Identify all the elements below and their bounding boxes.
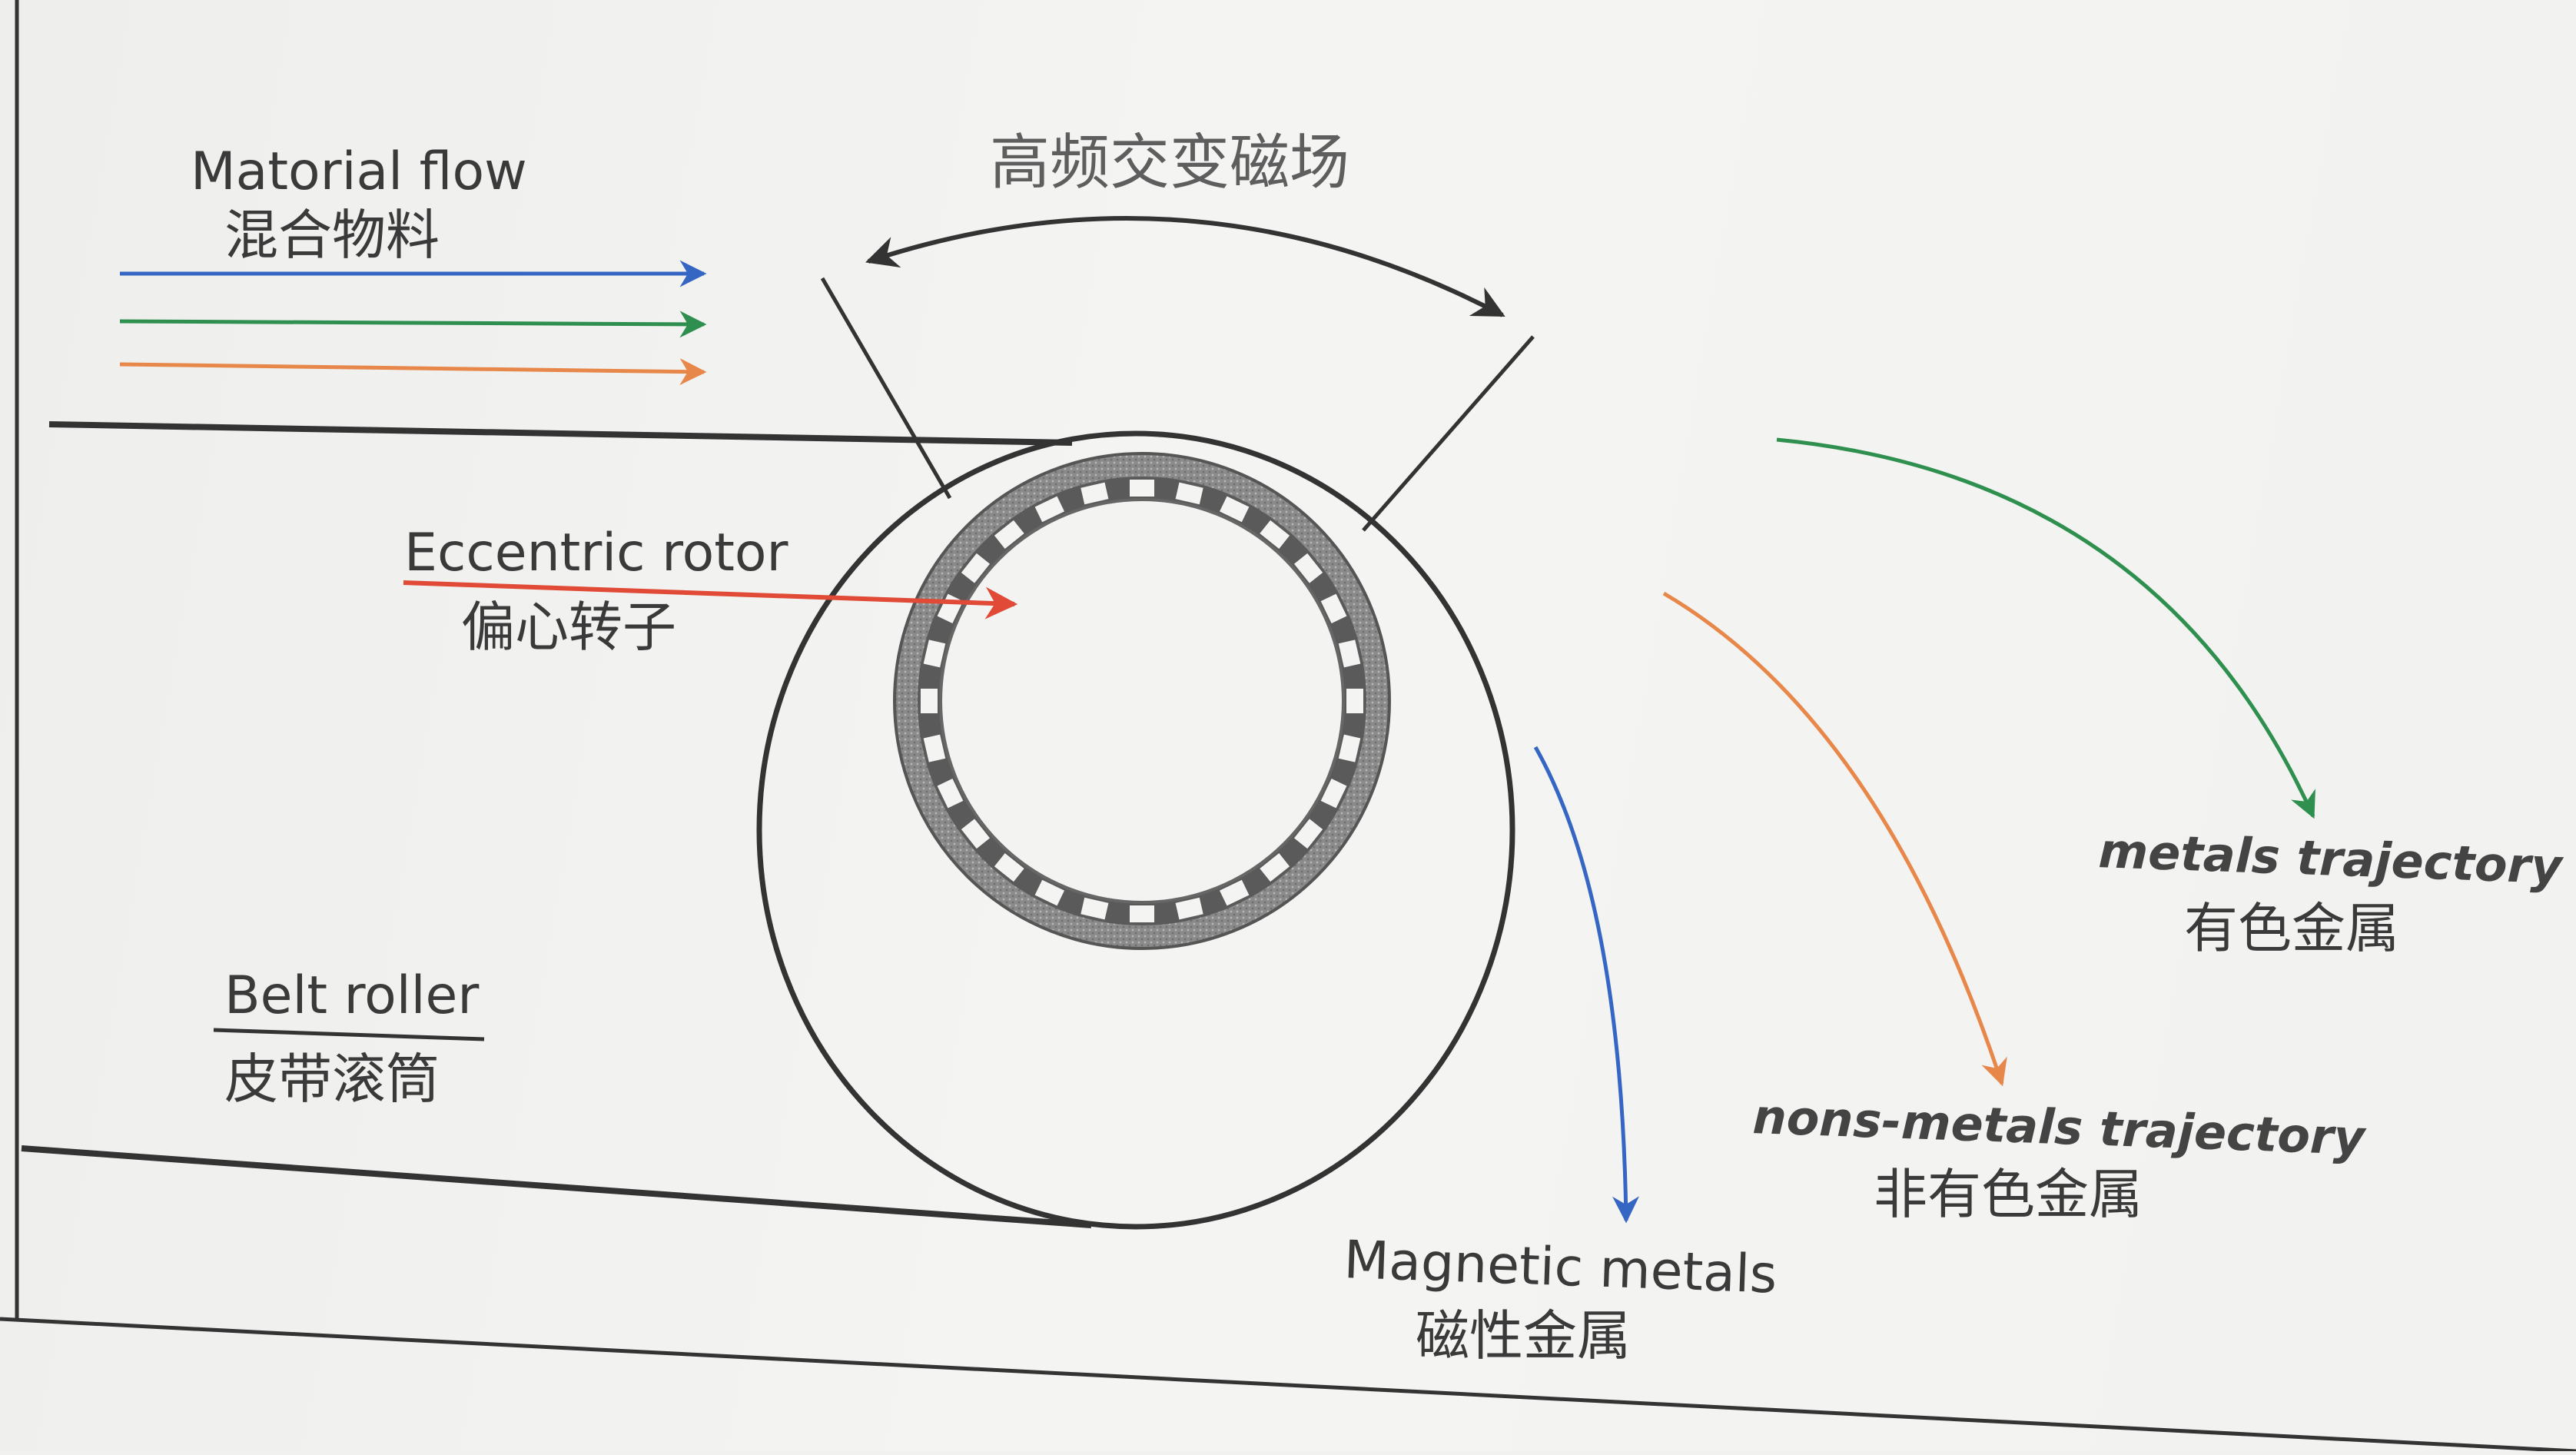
rotor-magnet-segment: [1338, 639, 1361, 668]
rotor-magnet-segment: [1320, 593, 1347, 624]
rotor-magnet-segment: [1260, 852, 1290, 882]
rotor-magnet-segment: [994, 852, 1024, 882]
rotor-magnet-segment: [1219, 496, 1250, 523]
rotor-magnet-segment: [923, 734, 946, 762]
rotor-magnet-segment: [1081, 897, 1109, 920]
field-double-arrow: [865, 216, 1505, 317]
field-boundary-left: [820, 277, 952, 500]
rotor-magnet-segment: [923, 639, 946, 668]
rotor-magnet-segment: [937, 778, 964, 809]
rotor-magnet-segment: [1034, 879, 1065, 906]
belt-roller-label-en: Belt roller: [224, 965, 479, 1026]
belt-top-line: [48, 421, 1073, 446]
material-flow-arrow-orange: [119, 358, 707, 386]
frame-bottom-edge: [0, 1317, 2576, 1453]
rotor-inner-circle: [939, 498, 1345, 904]
rotor-label-en: Eccentric rotor: [404, 523, 788, 583]
rotor-magnet-segment: [961, 553, 991, 583]
rotor-magnet-segment: [994, 520, 1024, 550]
rotor-pointer-arrow: [403, 580, 1018, 620]
rotor-magnet-segment: [921, 689, 938, 713]
rotor-magnet-segment: [1081, 482, 1109, 505]
rotor-magnet-segment: [1034, 496, 1065, 523]
belt-roller-label-zh: 皮带滚筒: [224, 1048, 440, 1111]
rotor-magnet-segment: [1346, 689, 1363, 713]
magnetic-metals-label-zh: 磁性金属: [1416, 1304, 1631, 1367]
metals-trajectory-label-en: metals trajectory: [2097, 822, 2564, 895]
nonmetals-trajectory-arrow: [1662, 591, 2007, 1087]
rotor-magnet-segment: [1260, 520, 1290, 550]
magnetic-metals-label-en: Magnetic metals: [1343, 1230, 1778, 1306]
field-label-zh: 高频交变磁场: [990, 128, 1349, 198]
rotor-label-zh: 偏心转子: [461, 596, 676, 659]
rotor-magnet-segment: [1219, 879, 1250, 906]
rotor-magnet-segment: [961, 819, 991, 849]
metals-trajectory-arrow: [1776, 437, 2315, 819]
rotor-magnet-segment: [1130, 480, 1154, 497]
belt-roller-circle: [756, 430, 1515, 1230]
rotor-magnet-segments: [921, 480, 1363, 922]
rotor-magnet-segment: [1293, 819, 1323, 849]
material-flow-label-zh: 混合物料: [224, 204, 440, 267]
material-flow-arrow-green: [119, 311, 707, 338]
belt-roller-underline: [213, 1028, 485, 1041]
nonmetals-trajectory-label-en: nons-metals trajectory: [1751, 1088, 2367, 1166]
rotor-magnet-segment: [1130, 905, 1154, 922]
rotor-magnet-segment: [1293, 553, 1323, 583]
material-flow-label-en: Matorial flow: [191, 141, 527, 202]
rotor-magnet-segment: [1175, 482, 1203, 505]
field-boundary-right: [1362, 335, 1535, 532]
rotor-magnet-segment: [1338, 734, 1361, 762]
magnetic-trajectory-arrow: [1533, 746, 1640, 1224]
rotor-magnet-segment: [1320, 778, 1347, 809]
belt-bottom-line: [21, 1145, 1092, 1228]
rotor-magnet-segment: [1175, 897, 1203, 920]
nonmetals-trajectory-label-zh: 非有色金属: [1874, 1163, 2143, 1226]
metals-trajectory-label-zh: 有色金属: [2184, 897, 2399, 960]
